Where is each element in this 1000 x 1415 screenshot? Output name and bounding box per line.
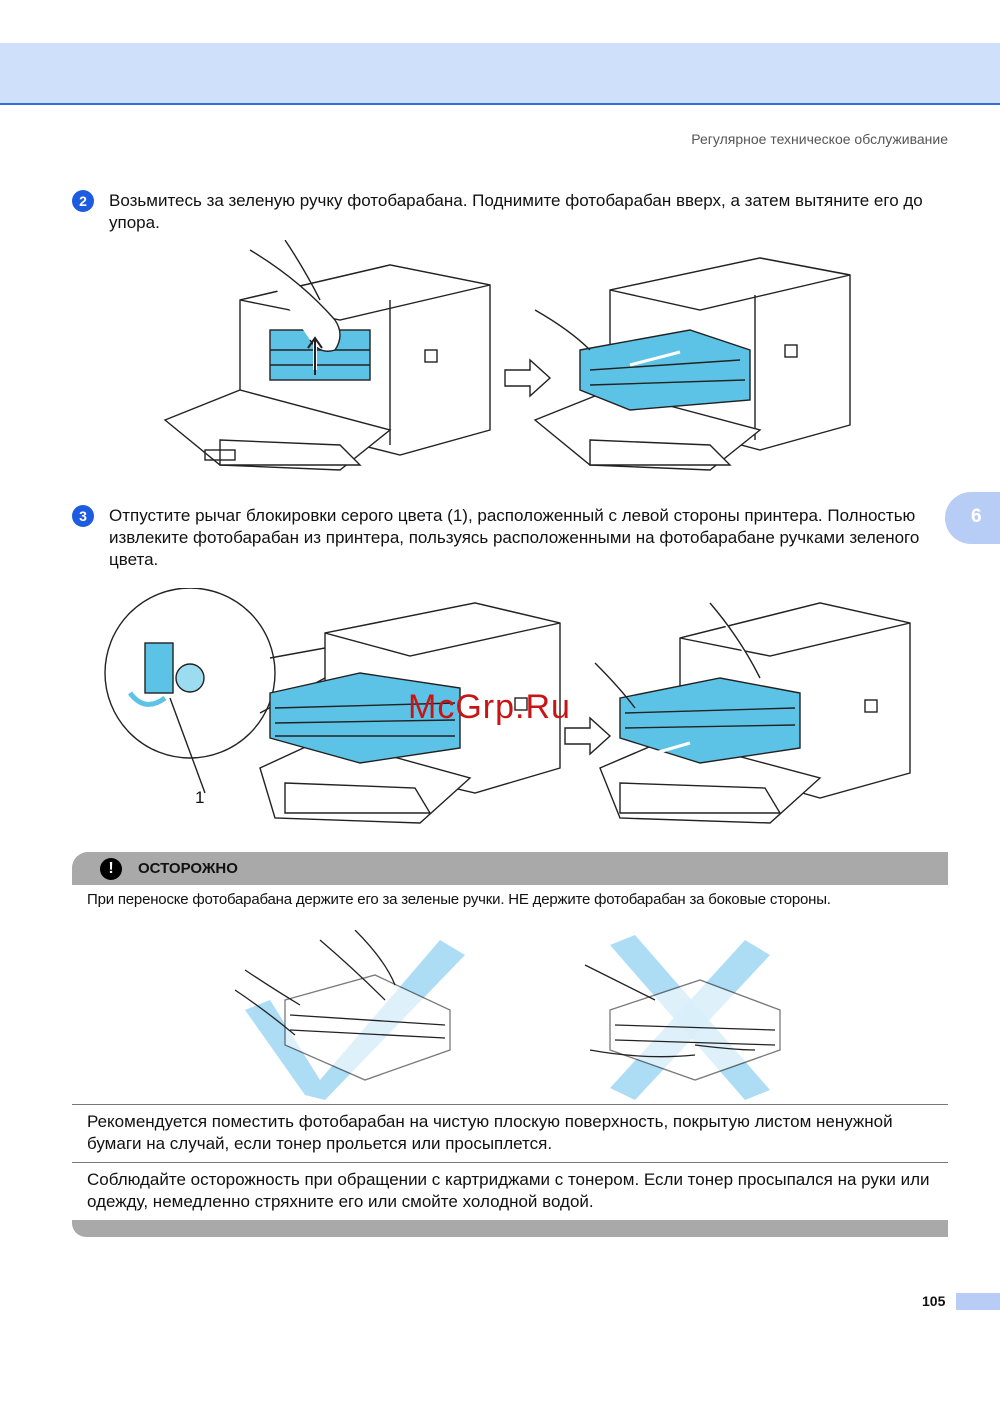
chapter-number: 6: [971, 506, 982, 527]
step-number: 2: [72, 190, 94, 212]
figure-drum-remove: 1: [104, 588, 911, 824]
caution-footer-bar: [72, 1220, 948, 1237]
note-2: Соблюдайте осторожность при обращении с …: [87, 1170, 930, 1211]
header-band: [0, 43, 1000, 105]
chapter-tab: 6: [945, 492, 1000, 544]
step-number: 3: [72, 505, 94, 527]
divider: [72, 1162, 948, 1163]
page-number: 105: [922, 1293, 946, 1309]
divider: [72, 1104, 948, 1105]
step-text: Возьмитесь за зеленую ручку фотобарабана…: [109, 191, 923, 232]
step-text: Отпустите рычаг блокировки серого цвета …: [109, 506, 920, 569]
callout-label: 1: [195, 788, 204, 807]
caution-title: ОСТОРОЖНО: [138, 860, 238, 877]
section-title: Регулярное техническое обслуживание: [691, 131, 948, 147]
step-3: 3 Отпустите рычаг блокировки серого цвет…: [72, 505, 952, 571]
watermark: McGrp.Ru: [408, 688, 571, 726]
note-1: Рекомендуется поместить фотобарабан на ч…: [87, 1112, 893, 1153]
caution-header: ! ОСТОРОЖНО: [72, 852, 948, 885]
step-2: 2 Возьмитесь за зеленую ручку фотобараба…: [72, 190, 952, 234]
exclamation-icon: !: [100, 858, 122, 880]
caution-text: При переноске фотобарабана держите его з…: [87, 891, 831, 908]
figure-drum-pull-out: [163, 240, 851, 471]
figure-drum-handling: [234, 930, 781, 1100]
page-tab: [956, 1293, 1000, 1310]
